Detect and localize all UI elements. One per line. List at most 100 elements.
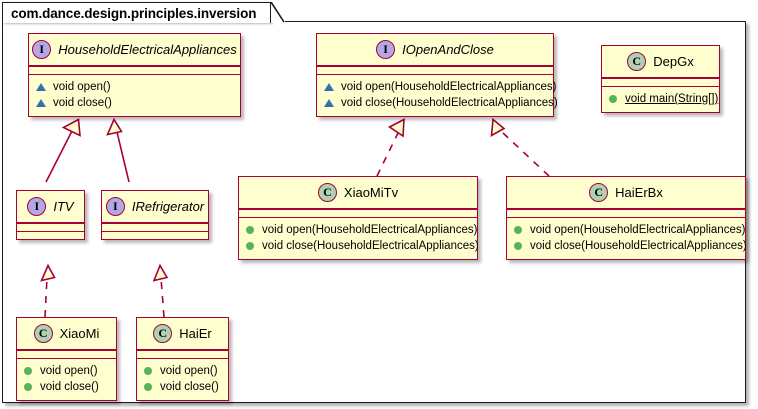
- divider: [317, 65, 553, 67]
- class-icon: C: [33, 324, 53, 343]
- divider: [507, 216, 745, 219]
- divider: [239, 216, 477, 219]
- method-row: void close(HouseholdElectricalAppliances…: [514, 238, 747, 254]
- method-row: void open(): [144, 363, 222, 379]
- method-row: void open(HouseholdElectricalAppliances): [514, 222, 745, 238]
- class-title: IRefrigerator: [131, 199, 205, 214]
- method-row: void open(): [24, 363, 110, 379]
- method-signature: void open(): [53, 81, 111, 94]
- interface-icon: I: [32, 40, 52, 59]
- divider: [317, 73, 553, 76]
- public-method-icon: [514, 242, 522, 251]
- public-method-icon: [609, 95, 617, 104]
- attributes-compartment: [102, 224, 208, 231]
- divider: [17, 357, 116, 360]
- interface-icon: I: [376, 40, 396, 59]
- method-row: void close(HouseholdElectricalAppliances…: [246, 238, 479, 254]
- public-method-icon: [24, 367, 32, 376]
- method-row: void open(HouseholdElectricalAppliances): [246, 222, 477, 238]
- class-header: C DepGx: [602, 46, 719, 77]
- class-box-haierbx[interactable]: C HaiErBx void open(HouseholdElectricalA…: [506, 176, 747, 261]
- method-signature: void close(): [53, 97, 112, 110]
- divider: [602, 77, 719, 79]
- public-method-icon: [246, 242, 254, 251]
- divider: [102, 230, 208, 233]
- class-box-irefrigerator[interactable]: I IRefrigerator: [101, 190, 209, 241]
- public-method-icon: [144, 383, 152, 392]
- public-method-icon: [24, 383, 32, 392]
- methods-compartment: void open(HouseholdElectricalAppliances)…: [239, 218, 479, 259]
- package-name: com.dance.design.principles.inversion: [11, 5, 257, 21]
- method-row: void close(HouseholdElectricalAppliances…: [324, 95, 558, 111]
- class-header: I IRefrigerator: [102, 191, 208, 222]
- method-row: void close(): [144, 379, 222, 395]
- method-signature: void close(HouseholdElectricalAppliances…: [262, 240, 479, 253]
- class-icon: C: [627, 52, 647, 71]
- methods-compartment: [102, 232, 208, 239]
- class-title: XiaoMiTv: [343, 185, 399, 200]
- abstract-method-icon: [36, 83, 46, 92]
- method-signature: void close(): [160, 381, 219, 394]
- method-row: void open(): [36, 79, 234, 95]
- class-header: C HaiErBx: [507, 177, 745, 208]
- attributes-compartment: [17, 351, 116, 358]
- divider: [102, 222, 208, 224]
- attributes-compartment: [29, 67, 240, 74]
- methods-compartment: void open() void close(): [137, 359, 228, 400]
- class-title: IOpenAndClose: [402, 42, 494, 57]
- divider: [137, 357, 228, 360]
- class-icon: C: [589, 183, 609, 202]
- method-row: void main(String[]): [609, 91, 718, 107]
- class-box-itv[interactable]: I ITV: [16, 190, 85, 241]
- method-signature: void close(): [40, 381, 99, 394]
- attributes-compartment: [507, 210, 745, 217]
- class-header: C XiaoMi: [17, 318, 116, 349]
- class-box-householdelectricalappliances[interactable]: I HouseholdElectricalAppliances void ope…: [28, 33, 241, 118]
- methods-compartment: void open(HouseholdElectricalAppliances)…: [317, 75, 558, 116]
- interface-icon: I: [27, 197, 47, 216]
- class-header: I ITV: [17, 191, 84, 222]
- class-title: HouseholdElectricalAppliances: [58, 42, 237, 57]
- class-box-xiaomi[interactable]: C XiaoMi void open() void close(): [16, 317, 117, 402]
- divider: [507, 208, 745, 210]
- method-row: void close(): [24, 379, 110, 395]
- divider: [137, 349, 228, 351]
- class-box-haier[interactable]: C HaiEr void open() void close(): [136, 317, 229, 402]
- attributes-compartment: [602, 79, 719, 86]
- attributes-compartment: [317, 67, 553, 74]
- divider: [17, 222, 84, 224]
- class-title: DepGx: [653, 54, 694, 69]
- divider: [239, 208, 477, 210]
- class-title: XiaoMi: [59, 326, 100, 341]
- methods-compartment: void open() void close(): [17, 359, 116, 400]
- class-box-depgx[interactable]: C DepGx void main(String[]): [601, 45, 720, 114]
- public-method-icon: [514, 226, 522, 235]
- class-header: C HaiEr: [137, 318, 228, 349]
- class-icon: C: [317, 183, 337, 202]
- package-tab: com.dance.design.principles.inversion: [2, 2, 272, 23]
- attributes-compartment: [239, 210, 477, 217]
- class-header: C XiaoMiTv: [239, 177, 477, 208]
- abstract-method-icon: [324, 83, 334, 92]
- divider: [17, 230, 84, 233]
- method-signature: void open(HouseholdElectricalAppliances): [341, 81, 557, 94]
- class-box-xiaomitv[interactable]: C XiaoMiTv void open(HouseholdElectrical…: [238, 176, 479, 261]
- methods-compartment: void main(String[]): [602, 87, 719, 112]
- method-signature: void open(HouseholdElectricalAppliances): [262, 224, 478, 237]
- method-signature: void open(HouseholdElectricalAppliances): [530, 224, 746, 237]
- method-row: void open(HouseholdElectricalAppliances): [324, 79, 556, 95]
- class-title: HaiErBx: [615, 185, 663, 200]
- class-title: ITV: [53, 199, 74, 214]
- class-header: I IOpenAndClose: [317, 34, 553, 65]
- interface-icon: I: [105, 197, 125, 216]
- methods-compartment: void open(HouseholdElectricalAppliances)…: [507, 218, 747, 259]
- class-title: HaiEr: [179, 326, 212, 341]
- methods-compartment: [17, 232, 84, 239]
- method-signature: void close(HouseholdElectricalAppliances…: [530, 240, 747, 253]
- abstract-method-icon: [324, 99, 334, 108]
- class-icon: C: [153, 324, 173, 343]
- divider: [29, 65, 240, 67]
- class-box-iopenandclose[interactable]: I IOpenAndClose void open(HouseholdElect…: [316, 33, 558, 118]
- methods-compartment: void open() void close(): [29, 75, 240, 116]
